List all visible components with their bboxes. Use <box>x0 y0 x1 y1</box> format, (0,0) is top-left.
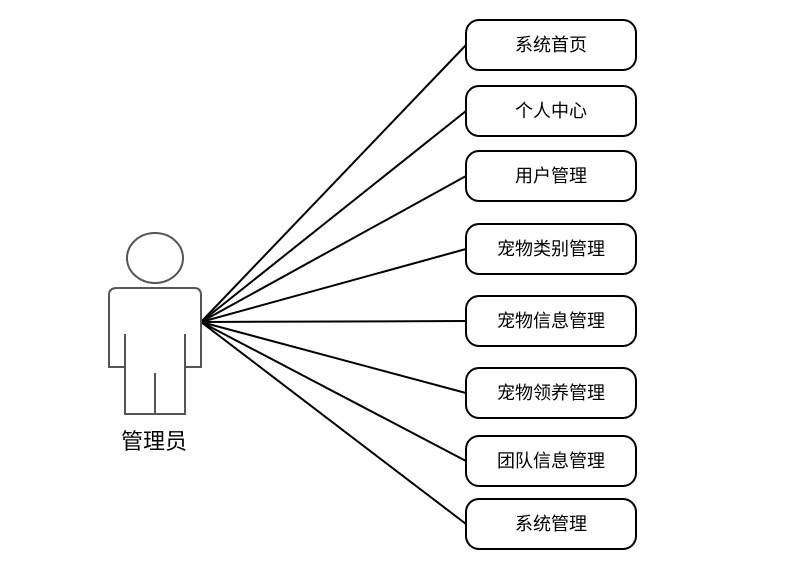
use-case: 系统首页 <box>465 19 637 71</box>
use-case-label: 系统管理 <box>515 514 587 535</box>
use-case: 系统管理 <box>465 498 637 550</box>
association-line <box>200 175 467 323</box>
use-case-box <box>465 498 637 550</box>
association-lines <box>200 44 467 525</box>
use-case: 宠物类别管理 <box>465 223 637 275</box>
actor-label: 管理员 <box>121 430 187 455</box>
association-line <box>200 321 467 394</box>
use-case-label: 宠物信息管理 <box>497 311 605 332</box>
use-case-label: 用户管理 <box>515 166 587 187</box>
association-line <box>200 248 467 323</box>
actor-head <box>126 232 184 284</box>
use-case-label: 宠物类别管理 <box>497 239 605 260</box>
use-case: 宠物信息管理 <box>465 295 637 347</box>
use-case-box <box>465 367 637 419</box>
use-case-box <box>465 223 637 275</box>
use-case: 宠物领养管理 <box>465 367 637 419</box>
use-case: 用户管理 <box>465 150 637 202</box>
use-case-box <box>465 150 637 202</box>
use-case-label: 系统首页 <box>515 35 587 56</box>
association-line <box>200 321 467 462</box>
use-case: 团队信息管理 <box>465 435 637 487</box>
use-case-box <box>465 19 637 71</box>
use-case-box <box>465 295 637 347</box>
association-line <box>200 320 467 323</box>
association-line <box>200 321 467 525</box>
person-icon <box>108 232 202 415</box>
use-case-box <box>465 85 637 137</box>
association-line <box>200 44 467 323</box>
use-case-label: 个人中心 <box>515 101 587 122</box>
use-case-box <box>465 435 637 487</box>
use-case: 个人中心 <box>465 85 637 137</box>
use-case-label: 宠物领养管理 <box>497 383 605 404</box>
actor-body <box>108 287 202 415</box>
association-line <box>200 110 467 323</box>
use-case-label: 团队信息管理 <box>497 451 605 472</box>
